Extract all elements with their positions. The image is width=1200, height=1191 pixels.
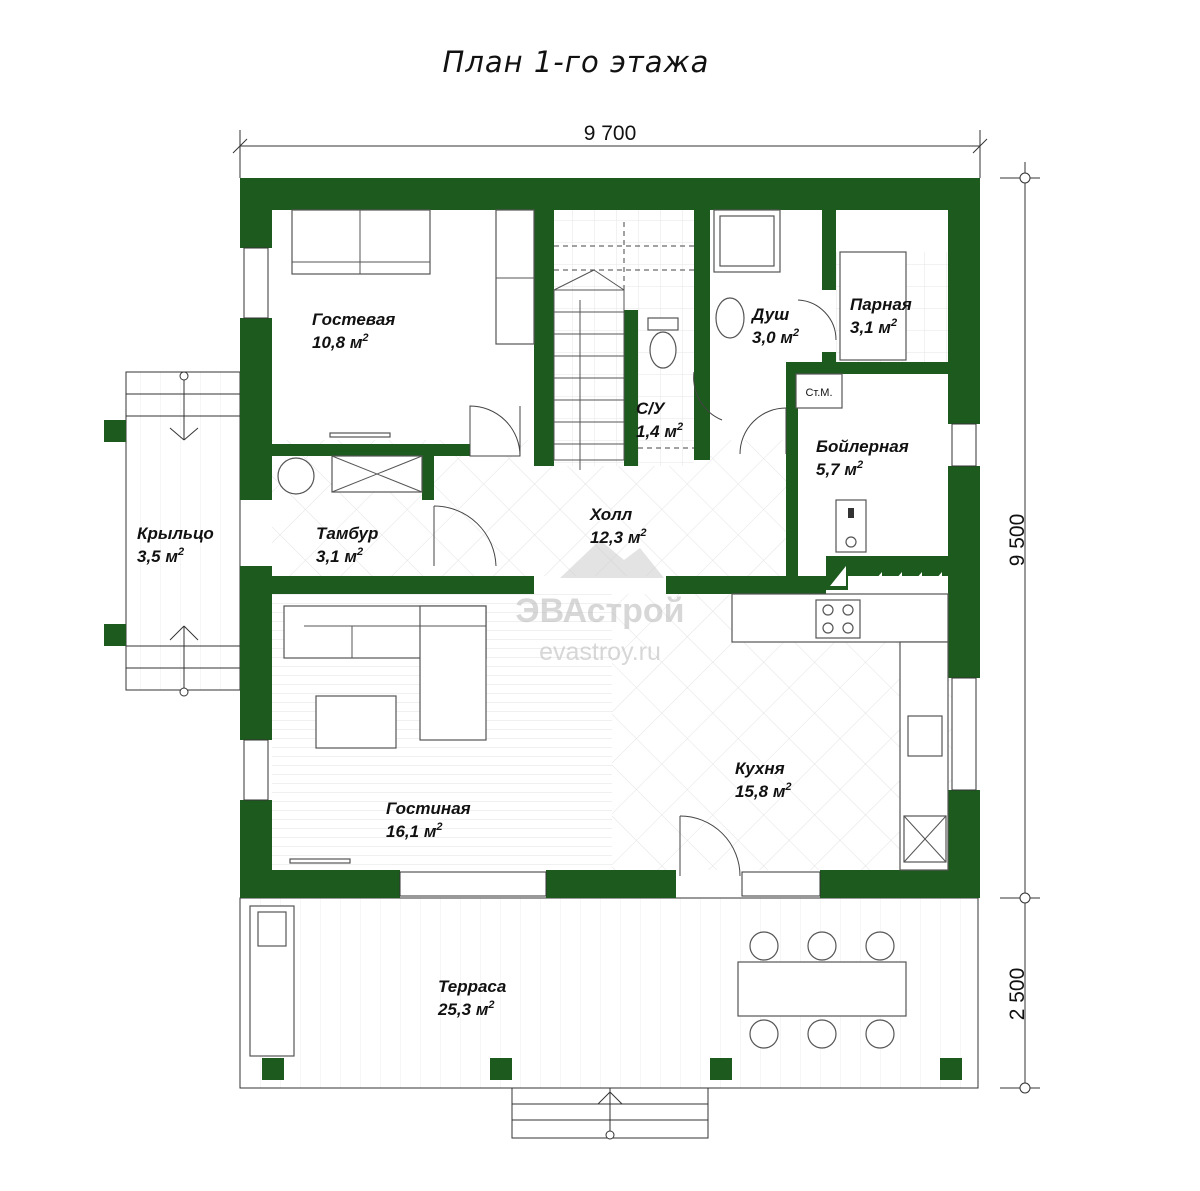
washing-machine-label: Ст.М. bbox=[805, 387, 832, 399]
furniture: Ст.М. bbox=[249, 209, 949, 1057]
kitchen-side-counter bbox=[899, 641, 949, 871]
vestibule-round-table bbox=[277, 457, 315, 495]
dim-height-terrace: 2 500 bbox=[1006, 968, 1029, 1021]
coffee-table bbox=[315, 695, 397, 749]
guest-wardrobe bbox=[495, 209, 535, 345]
svg-text:16,1 м2: 16,1 м2 bbox=[386, 821, 443, 841]
svg-text:1,4 м2: 1,4 м2 bbox=[636, 421, 683, 441]
room-label-kitchen: Кухня 15,8 м2 bbox=[735, 759, 792, 801]
svg-text:С/У: С/У bbox=[636, 399, 666, 418]
svg-text:Душ: Душ bbox=[750, 305, 789, 324]
room-label-hall: Холл 12,3 м2 bbox=[589, 505, 647, 547]
room-label-toilet: С/У 1,4 м2 bbox=[636, 399, 683, 441]
terrace-step-marker bbox=[605, 1130, 615, 1140]
watermark: ЭВАстрой evastroy.ru bbox=[515, 540, 685, 666]
watermark-brand: ЭВАстрой bbox=[515, 592, 684, 630]
svg-text:5,7 м2: 5,7 м2 bbox=[816, 459, 863, 479]
svg-text:12,3 м2: 12,3 м2 bbox=[590, 527, 647, 547]
steam-bench bbox=[839, 251, 907, 361]
svg-text:Бойлерная: Бойлерная bbox=[816, 437, 909, 456]
guest-radiator bbox=[329, 432, 391, 438]
svg-text:Парная: Парная bbox=[850, 295, 912, 314]
room-label-porch: Крыльцо 3,5 м2 bbox=[137, 524, 214, 566]
watermark-logo-icon bbox=[560, 540, 664, 578]
svg-text:Крыльцо: Крыльцо bbox=[137, 524, 214, 543]
svg-text:Тамбур: Тамбур bbox=[316, 524, 378, 543]
porch-step-marker-top bbox=[179, 371, 189, 381]
terrace-bench bbox=[249, 905, 295, 1057]
room-labels: Гостевая 10,8 м2 С/У 1,4 м2 Душ 3,0 м2 П… bbox=[137, 295, 912, 1019]
living-radiator bbox=[289, 858, 351, 864]
svg-text:15,8 м2: 15,8 м2 bbox=[735, 781, 792, 801]
svg-text:3,0 м2: 3,0 м2 bbox=[752, 327, 799, 347]
dim-width: 9 700 bbox=[584, 122, 637, 145]
svg-text:Терраса: Терраса bbox=[438, 977, 506, 996]
boiler-vents bbox=[826, 556, 942, 590]
cooktop bbox=[815, 599, 861, 639]
dim-height-house: 9 500 bbox=[1006, 514, 1029, 567]
dimension-lines bbox=[232, 130, 1040, 1094]
vestibule-cabinet bbox=[331, 455, 423, 493]
wash-basin bbox=[715, 297, 745, 339]
room-label-boiler: Бойлерная 5,7 м2 bbox=[816, 437, 909, 479]
room-label-shower: Душ 3,0 м2 bbox=[750, 305, 799, 347]
watermark-url: evastroy.ru bbox=[539, 638, 661, 666]
svg-text:Гостиная: Гостиная bbox=[386, 799, 471, 818]
terrace-posts bbox=[104, 420, 962, 1080]
room-label-steam: Парная 3,1 м2 bbox=[850, 295, 912, 337]
svg-text:Гостевая: Гостевая bbox=[312, 310, 395, 329]
toilet-fixture bbox=[647, 317, 679, 369]
plan-title: План 1-го этажа bbox=[443, 45, 710, 79]
svg-text:Холл: Холл bbox=[589, 505, 633, 524]
svg-text:25,3 м2: 25,3 м2 bbox=[437, 999, 495, 1019]
boiler bbox=[835, 499, 867, 553]
svg-text:Кухня: Кухня bbox=[735, 759, 785, 778]
staircase bbox=[553, 222, 694, 470]
dining-table bbox=[737, 931, 907, 1049]
room-label-guest: Гостевая 10,8 м2 bbox=[312, 310, 395, 352]
svg-text:3,5 м2: 3,5 м2 bbox=[137, 546, 184, 566]
living-sofa bbox=[283, 605, 487, 741]
room-label-vestibule: Тамбур 3,1 м2 bbox=[316, 524, 378, 566]
walls bbox=[240, 178, 980, 898]
washing-machine bbox=[795, 373, 843, 409]
shower-tray bbox=[713, 209, 781, 273]
windows bbox=[243, 247, 977, 897]
svg-text:10,8 м2: 10,8 м2 bbox=[312, 332, 369, 352]
guest-bed bbox=[291, 209, 431, 275]
porch-floor bbox=[126, 372, 240, 690]
porch-step-marker-bottom bbox=[179, 687, 189, 697]
room-label-terrace: Терраса 25,3 м2 bbox=[437, 977, 506, 1019]
doors bbox=[433, 299, 837, 877]
svg-text:3,1 м2: 3,1 м2 bbox=[316, 546, 363, 566]
room-label-living: Гостиная 16,1 м2 bbox=[386, 799, 471, 841]
svg-text:3,1 м2: 3,1 м2 bbox=[850, 317, 897, 337]
